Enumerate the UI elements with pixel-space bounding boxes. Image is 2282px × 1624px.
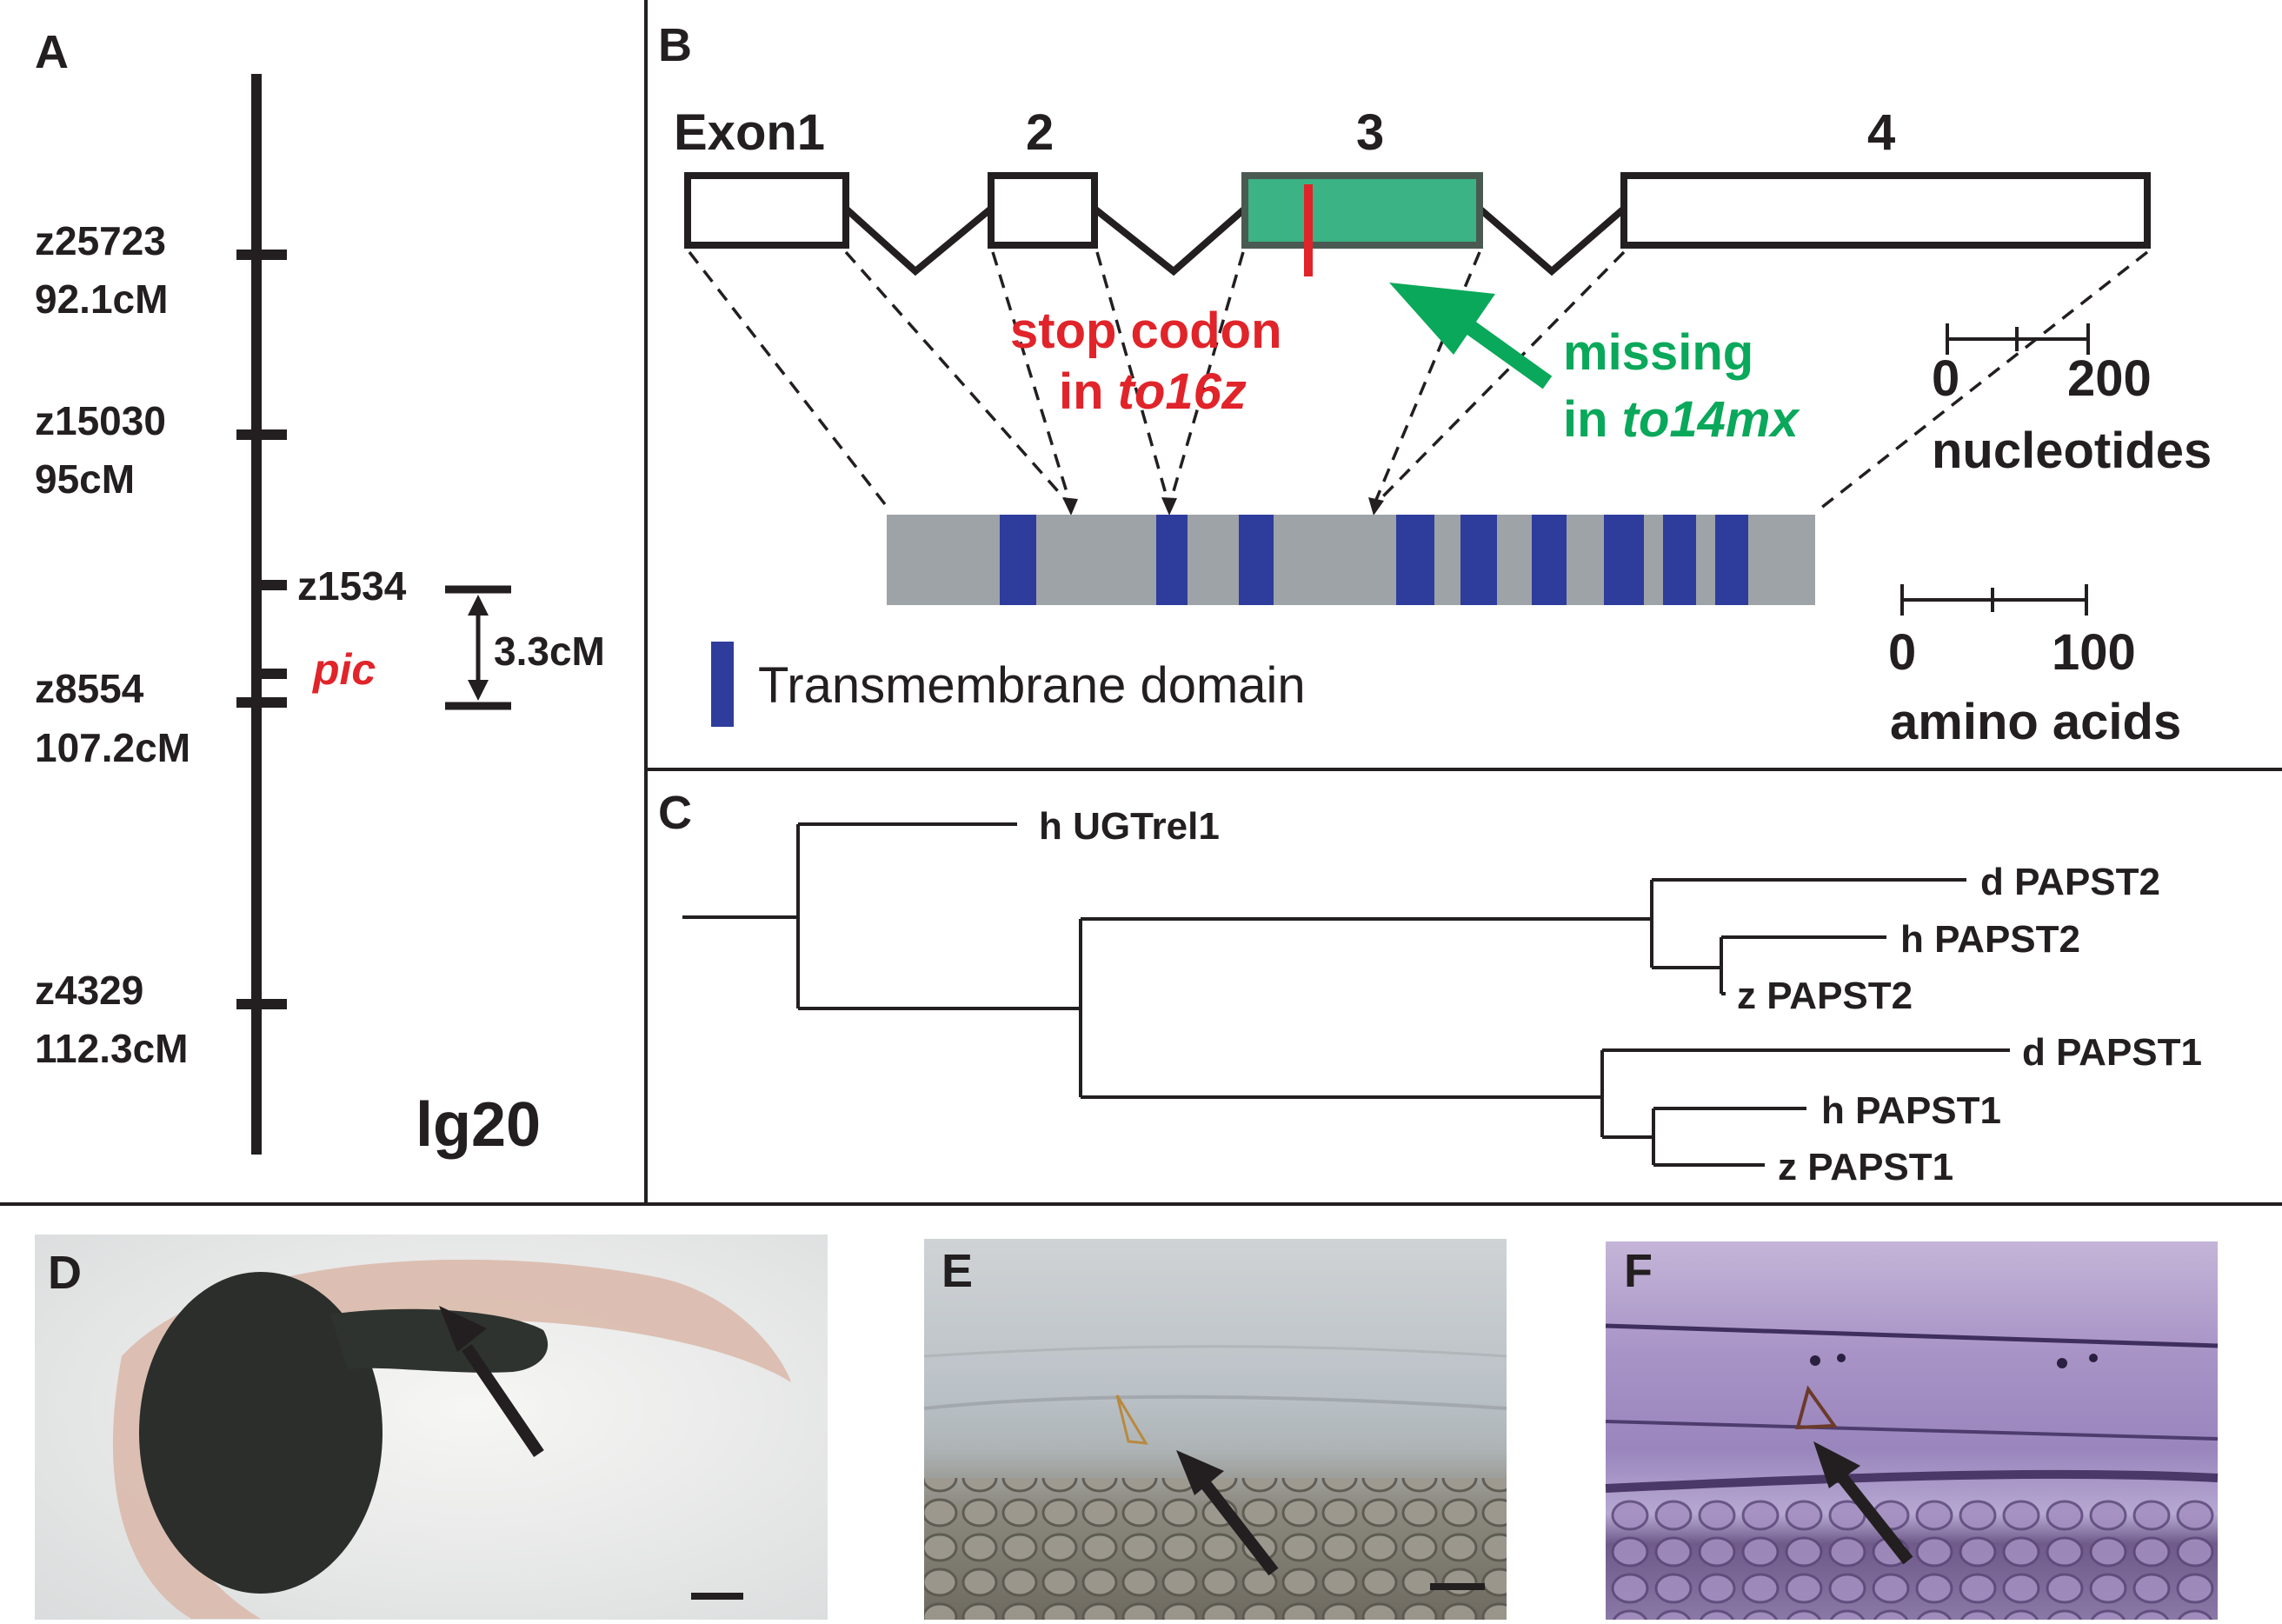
missing-label: missing	[1563, 324, 1753, 381]
panel-label-a: A	[35, 26, 69, 78]
panel-a-linkage-map: z25723 92.1cM z15030 95cM z1534 z8554 10…	[35, 74, 605, 1160]
gene-pic-label: pic	[311, 645, 376, 694]
exon-2-label: 2	[1026, 104, 1054, 161]
panel-d-photo: D	[35, 1235, 828, 1620]
exon-4-box	[1620, 172, 2151, 249]
tm-domain-1	[1000, 515, 1036, 605]
marker-z25723-pos: 92.1cM	[35, 276, 168, 322]
exon-1-box	[684, 172, 849, 249]
nt-scale-unit: nucleotides	[1932, 423, 2212, 479]
stop-allele-text: to16z	[1118, 363, 1247, 420]
marker-z1534-name: z1534	[297, 563, 407, 609]
missing-arrow-icon	[1389, 283, 1495, 355]
panel-label-b: B	[658, 19, 692, 71]
panel-f-photo: F	[1605, 1241, 2219, 1620]
panel-dividers	[0, 0, 2282, 1206]
panel-label-c: C	[658, 787, 692, 839]
exon-1-label: Exon1	[674, 104, 825, 161]
stop-codon-label: stop codon	[1010, 303, 1282, 359]
panel-b-gene-structure: Exon1 2 3 4 stop c	[674, 104, 2212, 750]
stop-codon-allele-line: in to16z	[1059, 363, 1247, 420]
stop-in-text: in	[1059, 363, 1118, 420]
leaf-d-papst2: d PAPST2	[1980, 861, 2160, 903]
panel-label-e: E	[941, 1245, 973, 1297]
tm-domain-7	[1604, 515, 1644, 605]
exon-3-box	[1241, 172, 1483, 249]
missing-arrow-shaft	[1460, 316, 1553, 389]
marker-z15030-name: z15030	[35, 398, 166, 443]
tm-domain-2	[1156, 515, 1188, 605]
marker-z25723-name: z25723	[35, 218, 166, 263]
legend-tm-swatch	[711, 642, 734, 727]
exon-2-box	[988, 172, 1098, 249]
leaf-z-papst1: z PAPST1	[1778, 1146, 1953, 1188]
interval-bracket	[445, 585, 511, 710]
tm-domain-6	[1532, 515, 1567, 605]
intron-1	[843, 205, 994, 276]
panel-e-photo: E	[923, 1239, 1507, 1620]
panel-f-arrow-icon	[1813, 1441, 1860, 1488]
panel-c-phylogenetic-tree: h UGTrel1 d PAPST2 h PAPST2 z PAPST2 d P…	[682, 805, 2202, 1188]
tm-domain-8	[1663, 515, 1696, 605]
interval-arrow-up-icon	[468, 595, 489, 616]
nucleotide-scale-bar	[1946, 323, 2090, 355]
tree-branches	[682, 822, 2010, 1167]
nt-scale-max: 200	[2067, 350, 2152, 407]
intron-3	[1477, 205, 1627, 276]
panel-e-arrow-icon	[1176, 1450, 1224, 1495]
missing-allele-line: in to14mx	[1563, 391, 1801, 448]
exon-3-label: 3	[1356, 104, 1384, 161]
panel-d-arrow-icon	[439, 1306, 487, 1352]
aa-scale-min: 0	[1888, 624, 1916, 681]
marker-z8554-name: z8554	[35, 666, 144, 711]
tm-domain-5	[1460, 515, 1497, 605]
tm-domain-3	[1239, 515, 1274, 605]
tm-domain-9	[1715, 515, 1748, 605]
amino-acid-scale-bar	[1900, 584, 2088, 616]
marker-z15030-pos: 95cM	[35, 456, 135, 502]
marker-z8554-pos: 107.2cM	[35, 725, 190, 770]
marker-z4329-name: z4329	[35, 968, 143, 1013]
leaf-z-papst2: z PAPST2	[1737, 975, 1913, 1017]
mapping-lines	[688, 250, 2149, 513]
interval-arrow-down-icon	[468, 680, 489, 701]
interval-label: 3.3cM	[494, 629, 605, 674]
missing-allele-text: to14mx	[1622, 391, 1801, 448]
aa-scale-max: 100	[2052, 624, 2136, 681]
leaf-d-papst1: d PAPST1	[2022, 1031, 2202, 1074]
leaf-h-papst1: h PAPST1	[1821, 1089, 2001, 1132]
nt-scale-min: 0	[1932, 350, 1959, 407]
marker-z4329-pos: 112.3cM	[35, 1026, 188, 1071]
exon-4-label: 4	[1867, 104, 1895, 161]
aa-scale-unit: amino acids	[1890, 694, 2181, 750]
linkage-group-label: lg20	[416, 1090, 541, 1160]
intron-2	[1092, 205, 1247, 276]
missing-in-text: in	[1563, 391, 1622, 448]
panel-label-f: F	[1624, 1245, 1653, 1297]
leaf-h-papst2: h PAPST2	[1900, 918, 2080, 961]
legend-tm-label: Transmembrane domain	[758, 657, 1306, 714]
tm-domains	[1000, 515, 1748, 605]
tm-domain-4	[1396, 515, 1434, 605]
leaf-h-ugtrel1: h UGTrel1	[1039, 805, 1220, 848]
panel-label-d: D	[48, 1247, 82, 1299]
protein-bar	[887, 515, 1815, 605]
mapping-arrowheads	[1062, 497, 1384, 516]
